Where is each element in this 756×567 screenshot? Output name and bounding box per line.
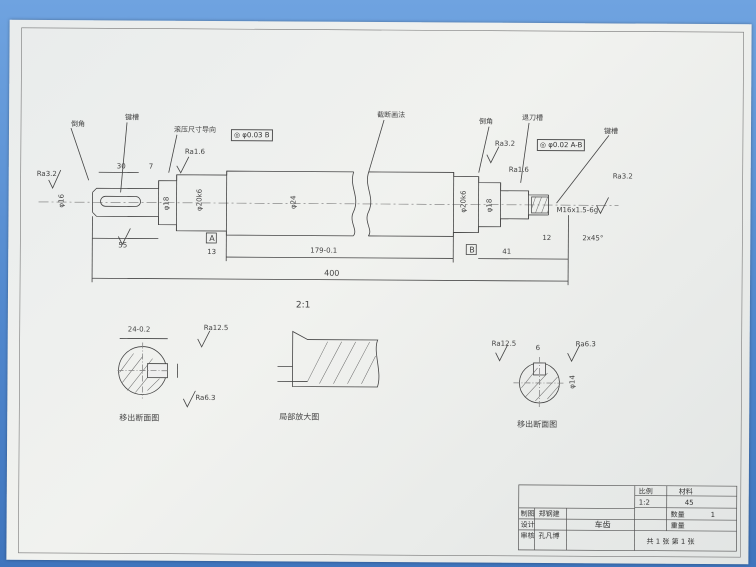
- dim-20: φ20k6: [195, 188, 204, 211]
- tb-sheet-info: 共 1 张 第 1 张: [646, 537, 695, 546]
- roughness-r2: Ra1.6: [184, 147, 206, 156]
- tolerance-frame-right: ◎ φ0.02 A-B: [536, 138, 586, 152]
- engineering-drawing: [18, 27, 744, 558]
- section-left-dim: 24-0.2: [127, 325, 151, 334]
- detail-view-outline: [292, 330, 380, 388]
- tb-material-val: 45: [684, 498, 694, 507]
- title-block-grid: [518, 484, 738, 552]
- section-right-caption: 移出断面图: [517, 419, 558, 430]
- shaft-centerline: [38, 201, 619, 206]
- tb-material-hdr: 材料: [678, 487, 693, 496]
- sheet-border: [18, 27, 744, 558]
- datum-a: A: [209, 233, 215, 243]
- dim-400-line: [92, 277, 569, 282]
- dim-179: 179-0.1: [310, 246, 338, 255]
- note-keyway-right: 键槽: [603, 127, 619, 136]
- tb-scale-val: 1:2: [638, 498, 651, 507]
- section-mid-caption: 局部放大图: [279, 412, 320, 422]
- dim-18-right: φ18: [485, 198, 494, 213]
- tb-weight-hdr: 重量: [670, 521, 685, 530]
- tolerance-frame-left: ◎ φ0.03 B: [230, 129, 273, 142]
- note-break-line: 截断画法: [377, 110, 406, 120]
- roughness-r5: Ra3.2: [612, 172, 633, 181]
- roughness-r1: Ra3.2: [36, 169, 57, 179]
- tb-part-name: 车齿: [594, 520, 611, 530]
- shaft-bottom-edge-left: [92, 211, 354, 237]
- dim-24: φ24: [289, 195, 298, 210]
- break-line-left: [351, 171, 357, 237]
- dim-7: 7: [148, 162, 154, 171]
- tb-design-hdr: 设计: [520, 520, 535, 529]
- datum-b: B: [469, 245, 475, 255]
- note-roll-chamfer: 滚压尺寸导向: [173, 125, 217, 135]
- dim-13: 13: [207, 247, 217, 257]
- shaft-top-edge-left: [92, 170, 354, 193]
- note-bearing-chamfer: 倒角: [479, 117, 494, 126]
- dim-55: 55: [118, 241, 128, 250]
- tb-drafted-hdr: 制图: [520, 509, 535, 518]
- drawing-sheet: 倒角 键槽 滚压尺寸导向 截断画法 倒角 退刀槽 键槽 ◎ φ0.03 B ◎ …: [6, 19, 752, 565]
- roughness-r3: Ra3.2: [494, 139, 516, 148]
- tb-qty-hdr: 数量: [670, 510, 685, 519]
- roughness-r4: Ra1.6: [508, 165, 529, 174]
- roughness-r8: Ra12.5: [491, 339, 517, 348]
- dim-20-right: φ20k6: [459, 190, 468, 213]
- dim-41: 41: [502, 247, 512, 256]
- scale-label: 2:1: [295, 300, 311, 311]
- section-right-side-dim: φ14: [568, 375, 577, 389]
- tb-scale-hdr: 比例: [638, 487, 653, 496]
- dim-18: φ18: [162, 196, 171, 211]
- dim-30: 30: [116, 162, 126, 171]
- tb-check-val: 孔凡博: [538, 531, 560, 541]
- tb-drafted-val: 郑钢建: [538, 509, 560, 519]
- dim-thread: M16x1.5-6g: [556, 206, 599, 215]
- dim-400: 400: [324, 268, 340, 278]
- section-left-caption: 移出断面图: [119, 413, 160, 423]
- keyway-left-slot: [100, 195, 141, 207]
- roughness-r9: Ra6.3: [575, 340, 596, 349]
- roughness-r7: Ra6.3: [195, 393, 216, 403]
- break-line-right: [366, 171, 372, 237]
- tb-check-hdr: 审核: [520, 531, 535, 540]
- dim-thread-chamfer: 2x45°: [582, 234, 604, 243]
- section-right-dim: 6: [535, 343, 541, 352]
- roughness-r6: Ra12.5: [203, 323, 229, 333]
- dim-12: 12: [542, 233, 552, 243]
- note-keyway-left: 键槽: [125, 113, 140, 122]
- dim-left-dia: φ16: [57, 194, 66, 208]
- note-chamfer-left: 倒角: [70, 120, 86, 129]
- note-undercut: 退刀槽: [522, 113, 544, 122]
- tb-qty-val: 1: [710, 511, 716, 520]
